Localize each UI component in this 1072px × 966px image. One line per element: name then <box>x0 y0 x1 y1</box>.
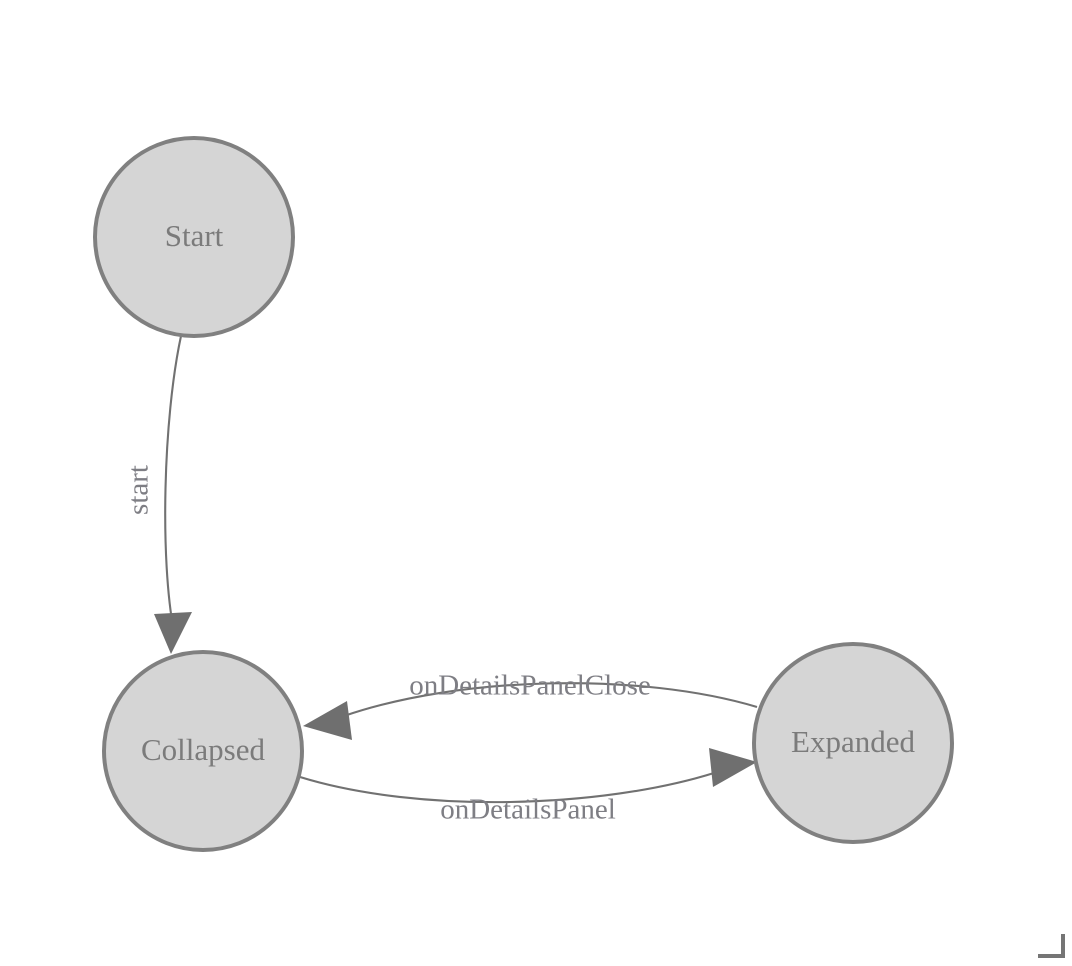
node-expanded[interactable]: Expanded <box>752 642 954 844</box>
node-expanded-circle <box>752 642 954 844</box>
node-start-label: Start <box>165 218 224 253</box>
edge-expanded-to-collapsed[interactable]: onDetailsPanelClose <box>303 670 758 740</box>
node-collapsed-circle <box>102 650 304 852</box>
node-start-circle <box>93 136 295 338</box>
resize-corner-horizontal-bar <box>1038 954 1065 958</box>
resize-corner-mark[interactable] <box>1038 934 1065 958</box>
edge-label-start: start <box>123 465 155 515</box>
edge-path-collapsed-to-expanded <box>299 771 715 804</box>
edge-collapsed-to-expanded[interactable]: onDetailsPanel <box>299 748 757 826</box>
node-start[interactable]: Start <box>93 136 295 338</box>
edge-path-expanded-to-collapsed <box>343 682 758 717</box>
edge-path-start-to-collapsed <box>164 335 183 633</box>
arrowhead-start-to-collapsed <box>154 612 192 654</box>
edge-start-to-collapsed[interactable]: start <box>123 335 192 654</box>
edge-label-on-details-panel-close: onDetailsPanelClose <box>409 670 651 702</box>
node-expanded-label: Expanded <box>791 724 915 759</box>
arrowhead-expanded-to-collapsed <box>303 701 352 740</box>
node-collapsed[interactable]: Collapsed <box>102 650 304 852</box>
resize-corner-vertical-bar <box>1061 934 1065 958</box>
edge-label-on-details-panel: onDetailsPanel <box>440 794 616 826</box>
node-collapsed-label: Collapsed <box>141 732 265 767</box>
arrowhead-collapsed-to-expanded <box>709 748 757 787</box>
